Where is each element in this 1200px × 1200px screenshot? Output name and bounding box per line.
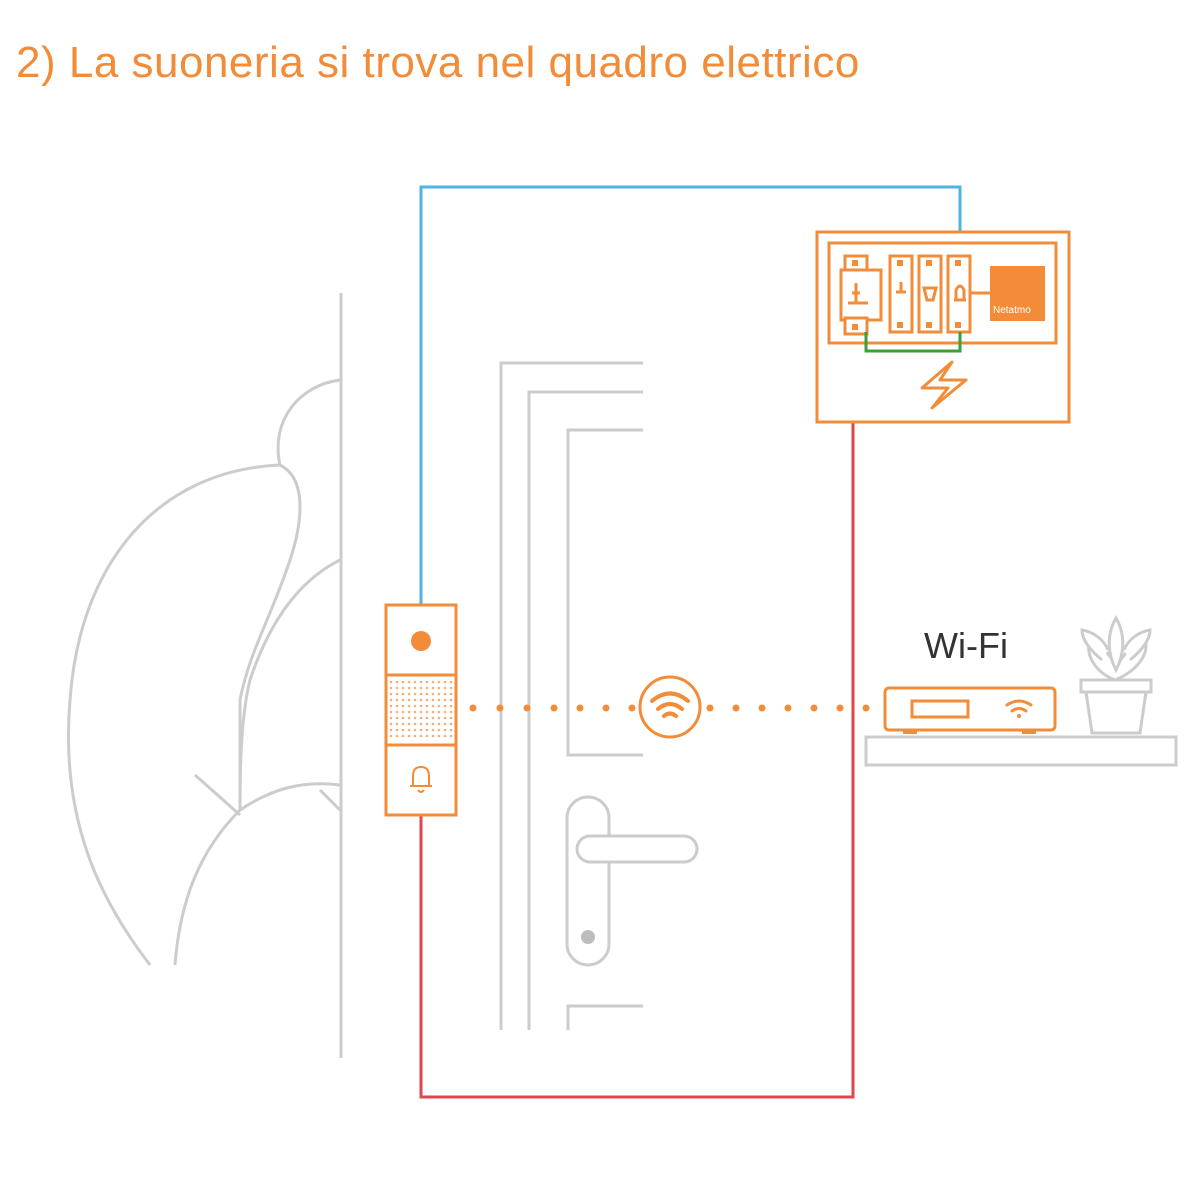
electrical-panel: Netatmo xyxy=(815,230,1071,424)
connection-dot xyxy=(784,704,792,712)
lightning-icon xyxy=(920,360,968,410)
red-wire xyxy=(419,328,855,1099)
speaker-grille xyxy=(389,680,453,738)
wifi-label: Wi-Fi xyxy=(924,625,1008,666)
connection-dot xyxy=(706,704,714,712)
netatmo-brand-label: Netatmo xyxy=(993,305,1031,316)
connection-dot xyxy=(732,704,740,712)
doorbell-icon xyxy=(384,603,458,817)
door-frame xyxy=(499,361,643,1030)
connection-dot xyxy=(523,704,531,712)
bush-icon xyxy=(66,378,342,966)
page-title: 2) La suoneria si trova nel quadro elett… xyxy=(16,38,860,87)
netatmo-module xyxy=(990,266,1045,321)
plant-icon xyxy=(1079,615,1153,735)
connection-dot xyxy=(628,704,636,712)
breaker-screws xyxy=(852,260,961,330)
green-wire xyxy=(864,332,962,353)
bell-icon xyxy=(410,765,432,793)
camera-lens xyxy=(411,631,431,651)
connection-dot xyxy=(758,704,766,712)
connection-dot xyxy=(602,704,610,712)
connection-dot xyxy=(836,704,844,712)
connection-dot xyxy=(469,704,477,712)
connection-dot xyxy=(862,704,870,712)
blue-wire xyxy=(419,185,962,605)
connection-dot xyxy=(810,704,818,712)
shelf xyxy=(864,735,1178,767)
wifi-connection-dots xyxy=(469,704,870,712)
wifi-icon xyxy=(638,675,702,739)
connection-dot xyxy=(576,704,584,712)
chime-module xyxy=(946,254,972,334)
router-icon xyxy=(883,686,1057,734)
breaker-3 xyxy=(917,254,943,334)
connection-dot xyxy=(496,704,504,712)
connection-dot xyxy=(550,704,558,712)
breaker-2 xyxy=(888,254,914,334)
breaker-main xyxy=(839,254,883,336)
door-handle-icon xyxy=(565,795,699,967)
